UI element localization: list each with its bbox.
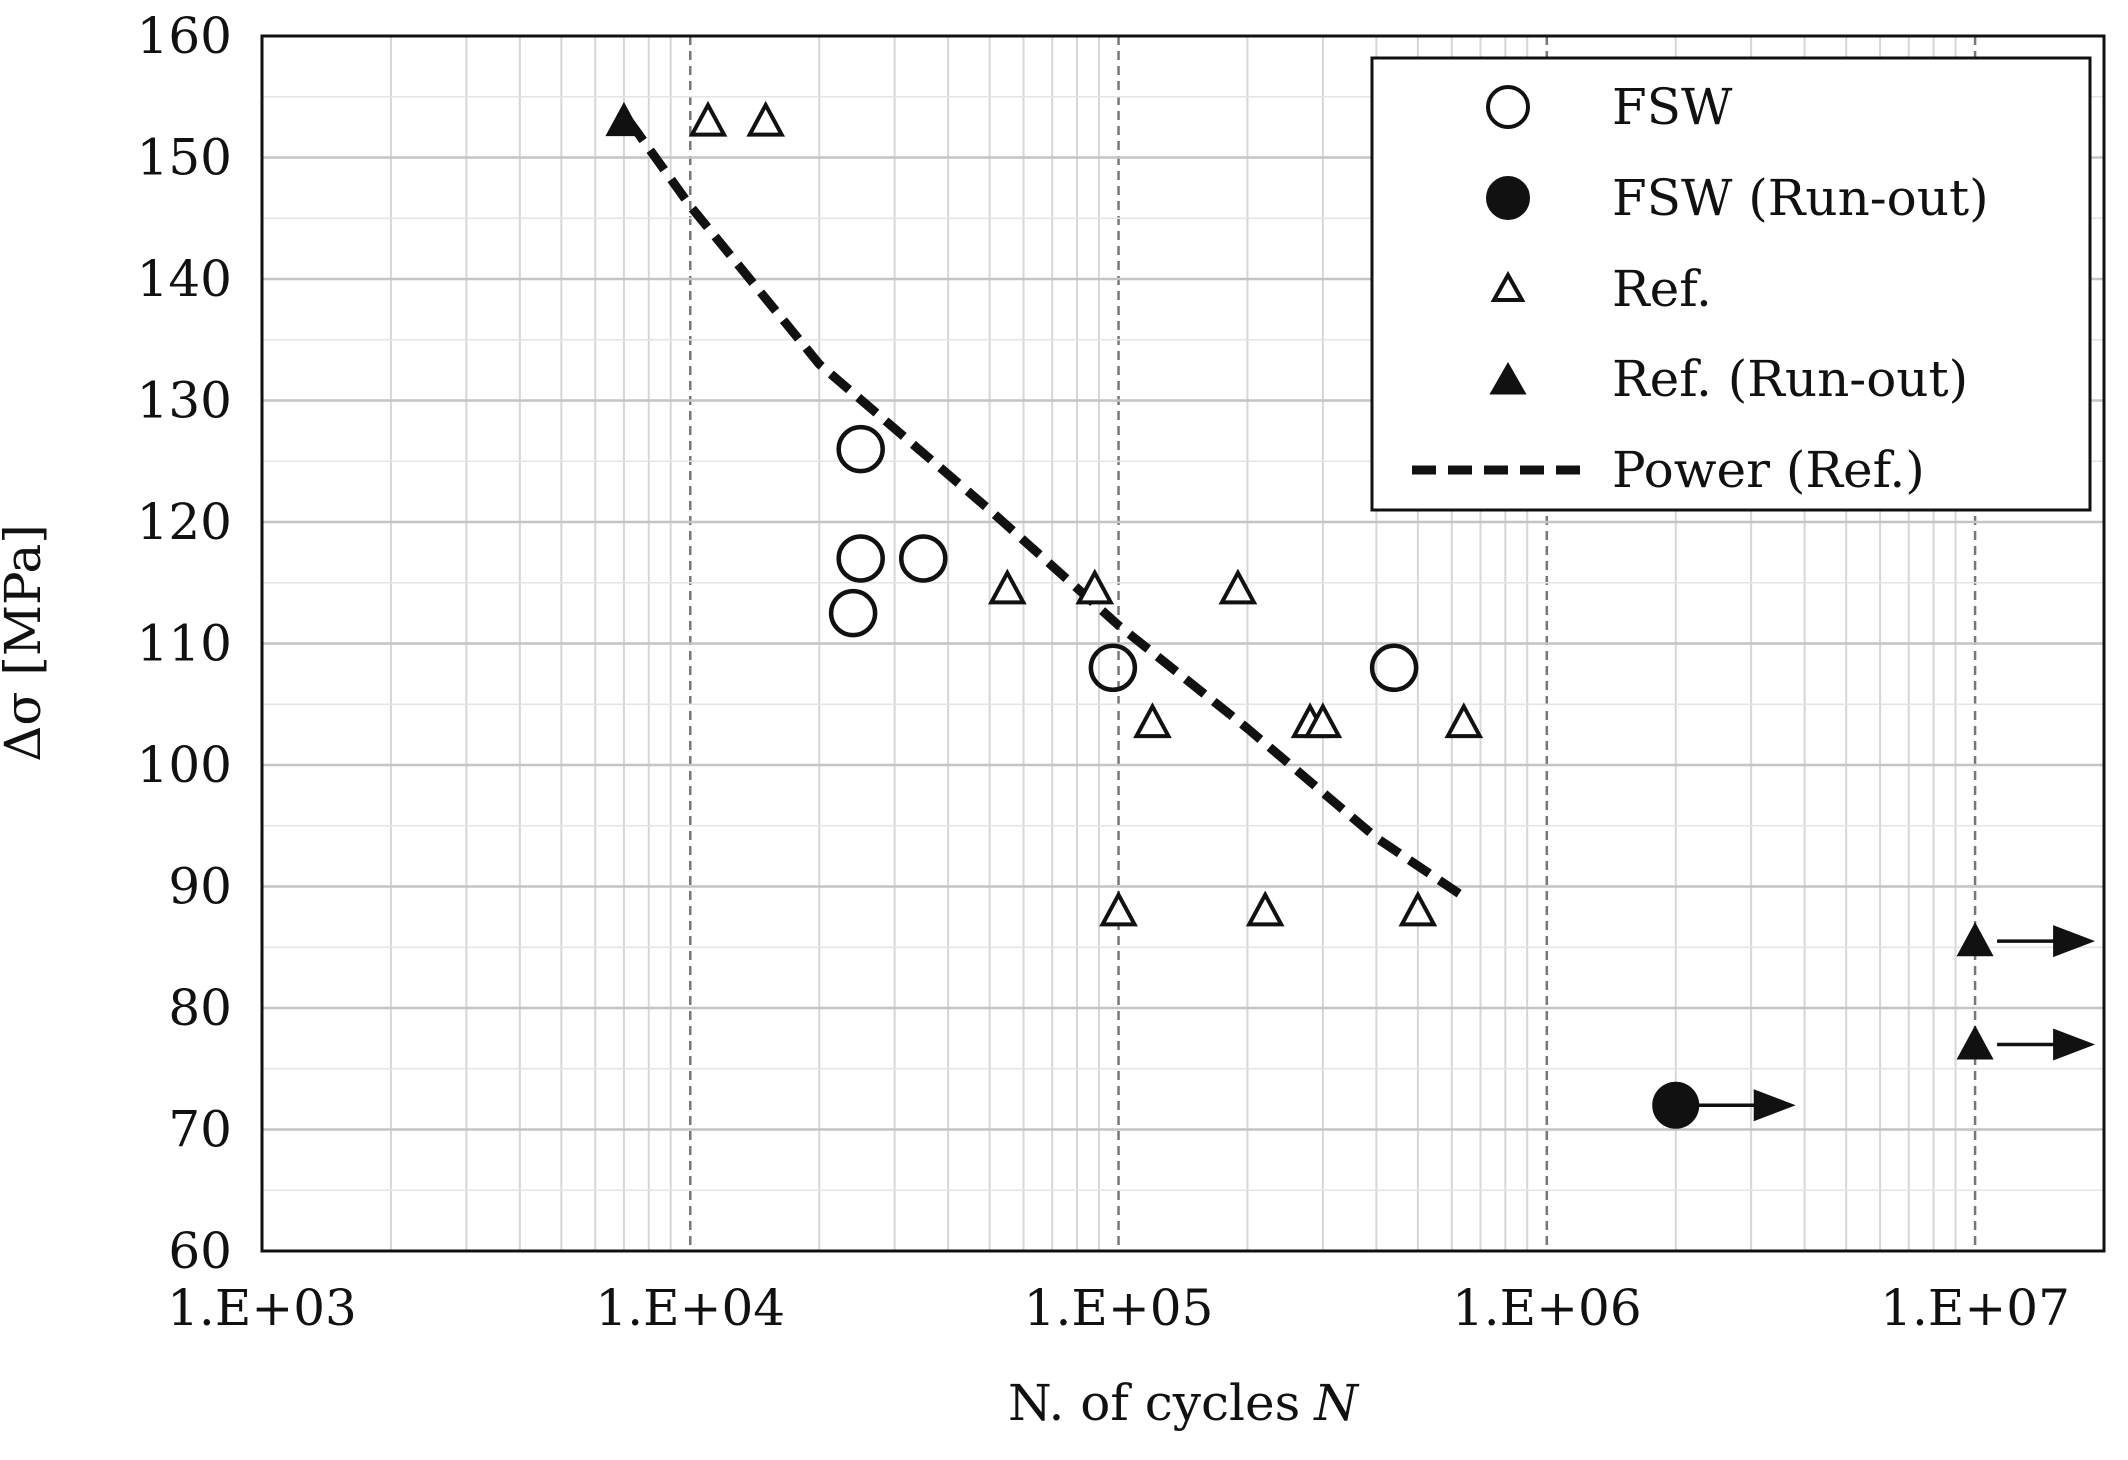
y-tick-label: 80 (168, 979, 232, 1037)
y-tick-label: 70 (168, 1101, 232, 1159)
ref-point (1303, 702, 1343, 739)
x-tick-label: 1.E+03 (167, 1279, 357, 1337)
legend-box (1370, 56, 2092, 512)
ref-point (1133, 702, 1172, 739)
ref-point (1075, 568, 1115, 605)
ref-point (1099, 890, 1138, 927)
legend-label-fsw: FSW (1612, 78, 1733, 136)
fsw-point (836, 424, 885, 474)
legend-marker-ref-runout (1489, 361, 1527, 395)
y-tick-label: 130 (137, 372, 232, 430)
x-tick-label: 1.E+04 (595, 1279, 785, 1337)
legend-label-ref-runout: Ref. (Run-out) (1612, 350, 1968, 408)
legend-label-fsw-runout: FSW (Run-out) (1612, 169, 1989, 227)
ref-point (987, 568, 1027, 605)
ref-runout-point (1956, 1025, 1994, 1060)
y-axis-title: Δσ [MPa] (0, 524, 52, 762)
fsw-point (899, 534, 948, 583)
legend-marker-fsw (1486, 85, 1530, 129)
y-tick-label: 60 (168, 1222, 232, 1280)
x-axis-title-text: N. of cycles (1008, 1374, 1300, 1432)
ref-runout-arrow-head (2053, 925, 2096, 958)
legend-marker-fsw-runout (1486, 176, 1530, 220)
y-tick-label: 140 (137, 250, 232, 308)
power-fit-line (625, 118, 1470, 903)
y-tick-label: 160 (137, 7, 232, 65)
legend-label-ref: Ref. (1612, 260, 1712, 318)
x-tick-label: 1.E+05 (1024, 1279, 1214, 1337)
fsw-point (1088, 643, 1138, 693)
y-tick-label: 100 (137, 736, 232, 794)
y-tick-label: 150 (137, 129, 232, 187)
data-marks (605, 100, 2096, 1129)
ref-runout-point (1956, 922, 1994, 957)
ref-point (1245, 890, 1285, 927)
fsw-runout-arrow-head (1753, 1089, 1796, 1122)
plot-area-border (260, 34, 2106, 1253)
ref-point (688, 100, 728, 137)
fsw-runout-point (1652, 1081, 1700, 1129)
fsw-point (836, 534, 885, 583)
y-tick-label: 120 (137, 493, 232, 551)
fsw-point (1369, 643, 1419, 693)
tick-labels: 60 70 80 90 100 110 120 130 140 150 160 1.E+03 1.E+0… (137, 7, 2070, 1337)
ref-point (1444, 702, 1484, 739)
y-tick-label: 90 (168, 858, 232, 916)
x-tick-label: 1.E+06 (1452, 1279, 1642, 1337)
x-tick-label: 1.E+07 (1880, 1279, 2070, 1337)
y-tick-label: 110 (137, 615, 232, 673)
ref-runout-arrow-head (2053, 1028, 2096, 1061)
fsw-point (828, 588, 878, 638)
ref-point (1398, 890, 1438, 927)
x-axis-title-var: N (1313, 1374, 1360, 1432)
legend-label-power: Power (Ref.) (1612, 441, 1925, 499)
legend: FSW FSW (Run-out) Ref. Ref. (Run-out) Po… (1370, 56, 2092, 512)
ref-point (1218, 568, 1258, 605)
ref-runout-point (605, 101, 643, 137)
ref-point (746, 100, 786, 137)
legend-marker-ref (1490, 270, 1526, 302)
